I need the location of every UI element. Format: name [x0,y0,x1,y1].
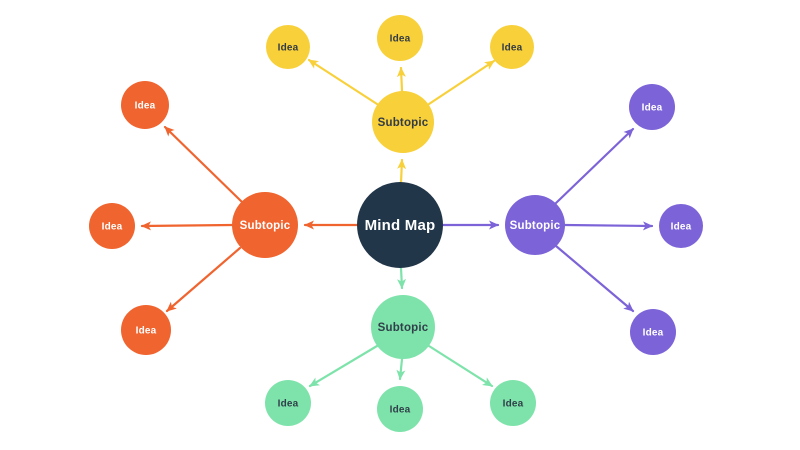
idea-circle[interactable] [490,25,534,69]
subtopic-node-top[interactable]: Subtopic [372,91,434,153]
subtopic-circle[interactable] [232,192,298,258]
idea-node-top-1[interactable]: Idea [266,25,310,69]
connector-top-idea-1 [307,58,379,106]
idea-node-bottom-1[interactable]: Idea [265,380,311,426]
idea-circle[interactable] [630,309,676,355]
idea-circle[interactable] [629,84,675,130]
idea-node-top-2[interactable]: Idea [377,15,423,61]
connector-bottom-idea-2 [396,357,406,381]
connector-bottom-idea-3 [427,344,494,388]
connector-left-idea-2 [140,221,234,231]
connector-top-idea-2 [396,66,406,93]
connector-center-bottom [397,266,407,290]
subtopic-node-right[interactable]: Subtopic [505,195,565,255]
center-circle[interactable] [357,182,443,268]
center-node[interactable]: Mind Map [357,182,443,268]
idea-node-right-1[interactable]: Idea [629,84,675,130]
idea-node-top-3[interactable]: Idea [490,25,534,69]
idea-circle[interactable] [121,81,169,129]
idea-circle[interactable] [89,203,135,249]
idea-node-left-2[interactable]: Idea [89,203,135,249]
idea-node-right-2[interactable]: Idea [659,204,703,248]
idea-node-left-3[interactable]: Idea [121,305,171,355]
idea-node-left-1[interactable]: Idea [121,81,169,129]
connector-left-idea-3 [165,246,242,313]
connector-left-idea-1 [163,125,244,204]
connector-right-idea-2 [563,221,654,231]
idea-circle[interactable] [377,386,423,432]
subtopic-circle[interactable] [505,195,565,255]
subtopic-node-bottom[interactable]: Subtopic [371,295,435,359]
connector-right-idea-1 [554,127,635,205]
subtopic-circle[interactable] [371,295,435,359]
subtopic-circle[interactable] [372,91,434,153]
connector-bottom-idea-1 [308,344,379,388]
idea-circle[interactable] [377,15,423,61]
connector-center-top [397,158,407,185]
connector-top-idea-3 [427,59,496,106]
idea-circle[interactable] [659,204,703,248]
idea-circle[interactable] [121,305,171,355]
idea-node-bottom-3[interactable]: Idea [490,380,536,426]
connector-right-idea-3 [554,244,635,313]
subtopic-node-left[interactable]: Subtopic [232,192,298,258]
idea-circle[interactable] [266,25,310,69]
idea-circle[interactable] [265,380,311,426]
idea-node-right-3[interactable]: Idea [630,309,676,355]
idea-node-bottom-2[interactable]: Idea [377,386,423,432]
idea-circle[interactable] [490,380,536,426]
